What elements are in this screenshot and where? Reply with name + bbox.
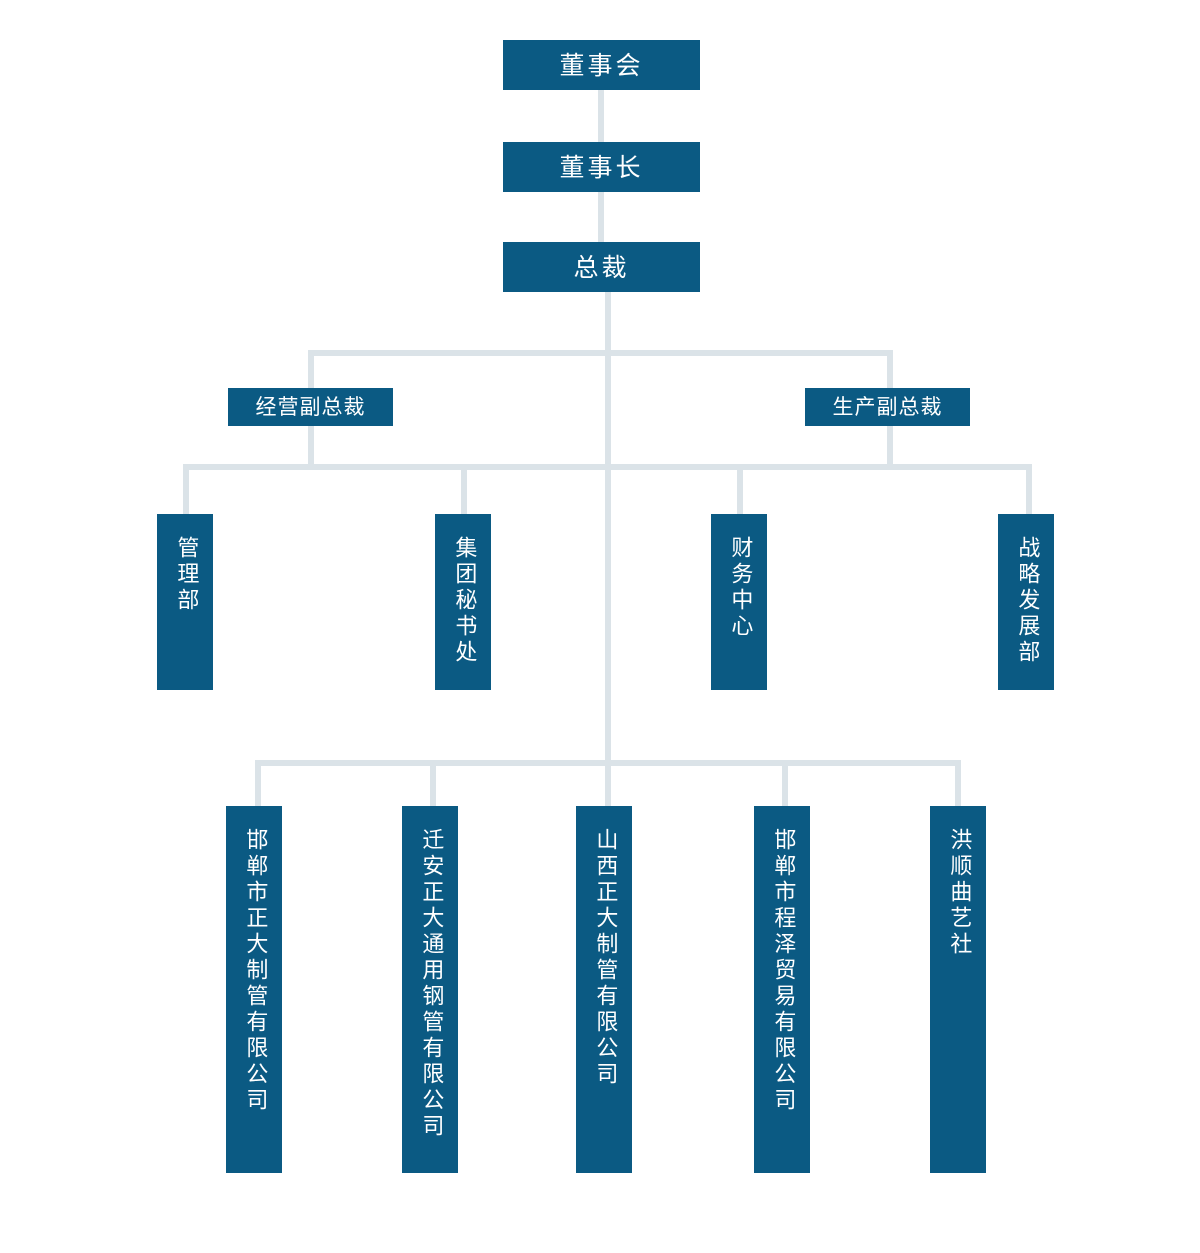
connector-sub-qianan-zhengda-drop bbox=[430, 760, 436, 806]
node-board[interactable]: 董事会 bbox=[503, 40, 700, 90]
node-dept-group-secretariat-label: 集团秘书处 bbox=[451, 536, 477, 666]
node-sub-qianan-zhengda-label: 迁安正大通用钢管有限公司 bbox=[418, 828, 444, 1140]
connector-president-main-spine bbox=[605, 292, 611, 760]
connector-sub-handan-zhengda-drop bbox=[255, 760, 261, 806]
node-sub-handan-zhengda-label: 邯郸市正大制管有限公司 bbox=[242, 828, 268, 1114]
connector-board-to-chairman bbox=[598, 90, 604, 142]
node-sub-handan-zhengda[interactable]: 邯郸市正大制管有限公司 bbox=[226, 806, 282, 1173]
connector-sub-hongshun-drop bbox=[955, 760, 961, 806]
connector-dept-finance-drop bbox=[737, 464, 743, 514]
node-dept-finance-center-label: 财务中心 bbox=[727, 536, 753, 640]
connector-dept-strategy-drop bbox=[1026, 464, 1032, 514]
node-vp-operations[interactable]: 经营副总裁 bbox=[228, 388, 393, 426]
node-dept-group-secretariat[interactable]: 集团秘书处 bbox=[435, 514, 491, 690]
node-dept-management[interactable]: 管理部 bbox=[157, 514, 213, 690]
node-dept-strategy[interactable]: 战略发展部 bbox=[998, 514, 1054, 690]
node-sub-shanxi-zhengda-label: 山西正大制管有限公司 bbox=[592, 828, 618, 1088]
node-vp-production[interactable]: 生产副总裁 bbox=[805, 388, 970, 426]
connector-vp-operations-to-dept-bus bbox=[308, 426, 314, 470]
node-sub-hongshun[interactable]: 洪顺曲艺社 bbox=[930, 806, 986, 1173]
connector-vp-bus bbox=[308, 350, 893, 356]
connector-vp-production-to-dept-bus bbox=[887, 426, 893, 470]
connector-chairman-to-president bbox=[598, 192, 604, 242]
node-sub-hongshun-label: 洪顺曲艺社 bbox=[946, 828, 972, 958]
connector-vp-production-drop bbox=[887, 350, 893, 388]
node-chairman[interactable]: 董事长 bbox=[503, 142, 700, 192]
node-president[interactable]: 总裁 bbox=[503, 242, 700, 292]
node-sub-qianan-zhengda[interactable]: 迁安正大通用钢管有限公司 bbox=[402, 806, 458, 1173]
connector-department-bus bbox=[183, 464, 1032, 470]
connector-dept-secretariat-drop bbox=[461, 464, 467, 514]
node-dept-strategy-label: 战略发展部 bbox=[1014, 536, 1040, 666]
node-sub-handan-chengze[interactable]: 邯郸市程泽贸易有限公司 bbox=[754, 806, 810, 1173]
node-dept-management-label: 管理部 bbox=[173, 536, 199, 614]
connector-vp-operations-drop bbox=[308, 350, 314, 388]
connector-dept-management-drop bbox=[183, 464, 189, 514]
node-sub-handan-chengze-label: 邯郸市程泽贸易有限公司 bbox=[770, 828, 796, 1114]
connector-sub-handan-chengze-drop bbox=[782, 760, 788, 806]
node-sub-shanxi-zhengda[interactable]: 山西正大制管有限公司 bbox=[576, 806, 632, 1173]
connector-sub-shanxi-zhengda-drop bbox=[605, 760, 611, 806]
node-dept-finance-center[interactable]: 财务中心 bbox=[711, 514, 767, 690]
